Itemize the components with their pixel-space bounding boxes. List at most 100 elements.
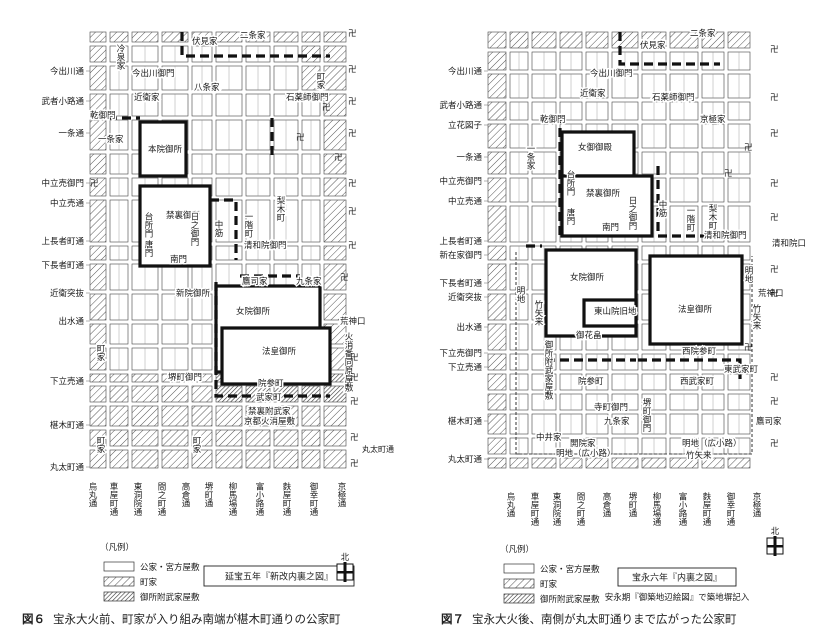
machiya-block xyxy=(89,293,107,321)
tsuiji-wall xyxy=(540,32,720,240)
street-label-west: 立花図子 xyxy=(448,120,483,131)
machiya-block xyxy=(131,373,159,383)
machiya-block xyxy=(89,449,107,469)
place-label: 鷹司家 xyxy=(242,276,268,287)
temple-mark: 卍 xyxy=(348,241,357,251)
machiya-block xyxy=(301,385,321,403)
street-label-west: 武者小路通 xyxy=(41,96,84,107)
machiya-block xyxy=(727,457,751,469)
machiya-block xyxy=(89,93,107,117)
street-label-south: 東洞院通 xyxy=(551,491,561,527)
machiya-block xyxy=(611,31,639,49)
place-label: 女院御所 xyxy=(236,306,271,317)
machiya-block xyxy=(585,457,609,469)
temple-mark: 卍 xyxy=(724,169,733,179)
place-label: 清和院御門 xyxy=(244,240,287,251)
machiya-block xyxy=(323,31,347,43)
machiya-block xyxy=(669,31,699,49)
street-label-south: 富小路通 xyxy=(677,491,687,527)
place-label: 御花畠 xyxy=(576,330,602,341)
place-label: 近衛家 xyxy=(580,88,606,99)
temple-mark: 卍 xyxy=(770,265,779,275)
machiya-block xyxy=(131,385,159,403)
place-label: 法皇御所 xyxy=(262,346,297,357)
machiya-block xyxy=(301,65,321,91)
machiya-block xyxy=(323,65,347,91)
figure-7-number: 図７ xyxy=(441,612,464,626)
machiya-block xyxy=(559,457,583,469)
hoo-gosho xyxy=(220,326,332,386)
machiya-block xyxy=(273,449,299,469)
machiya-block xyxy=(161,429,189,447)
place-label: 乾御門 xyxy=(540,114,566,125)
machiya-block xyxy=(323,429,347,447)
place-label: 鷹司家 xyxy=(756,416,782,427)
kinri-gosho xyxy=(138,184,212,268)
machiya-block xyxy=(323,93,347,117)
north-label: 北 xyxy=(771,527,780,537)
street-label-west: 下長者町通 xyxy=(41,260,84,271)
machiya-block xyxy=(487,263,507,291)
place-label: 台所門 xyxy=(143,211,153,238)
machiya-block xyxy=(131,405,159,427)
machiya-block xyxy=(89,429,107,447)
hoo-gosho xyxy=(648,254,744,346)
machiya-block xyxy=(701,457,725,469)
tsuiji-wall xyxy=(214,274,330,398)
place-label: 南門 xyxy=(170,254,187,265)
machiya-block xyxy=(89,385,107,403)
machiya-block xyxy=(89,405,107,427)
place-label: 八条家 xyxy=(194,82,220,93)
street-label-south: 烏丸通 xyxy=(505,491,515,518)
legend-label: 御所附武家屋敷 xyxy=(140,592,200,603)
place-label: 竹矢来 xyxy=(751,303,761,330)
place-label: 西武家町 xyxy=(680,376,715,387)
machiya-block xyxy=(323,45,347,63)
temple-mark: 卍 xyxy=(340,273,349,283)
machiya-block xyxy=(641,457,667,469)
machiya-block xyxy=(323,405,347,427)
legend-title: （凡例） xyxy=(100,542,134,553)
source-box xyxy=(203,565,355,587)
machiya-block xyxy=(245,429,271,447)
legend-swatch-dense xyxy=(503,593,535,604)
machiya-block xyxy=(487,393,507,411)
source-note: 安永期『御築地辺絵図』で築地塀記入 xyxy=(605,592,750,603)
machiya-block xyxy=(323,245,347,261)
temple-mark: 卍 xyxy=(770,289,779,299)
place-label: 西院参町 xyxy=(682,346,717,357)
machiya-block xyxy=(487,245,507,261)
street-label-south: 京極通 xyxy=(751,491,761,518)
machiya-block xyxy=(487,205,507,243)
machiya-block xyxy=(215,385,243,403)
legend-label: 御所附武家屋敷 xyxy=(540,594,600,605)
machiya-block xyxy=(161,385,189,403)
machiya-block xyxy=(89,373,107,383)
machiya-block xyxy=(487,51,507,71)
street-label-south: 柳馬場通 xyxy=(227,481,237,517)
machiya-block xyxy=(487,323,507,351)
machiya-block xyxy=(109,31,129,43)
temple-mark: 卍 xyxy=(770,93,779,103)
place-label: 荒神口 xyxy=(340,316,366,327)
street-label-south: 御幸町通 xyxy=(725,491,735,527)
place-label: 中井家 xyxy=(536,432,562,443)
figure-6-caption-text: 宝永大火前、町家が入り組み南端が椹木町通りの公家町 xyxy=(53,612,341,626)
machiya-block xyxy=(323,293,347,321)
street-label-west: 下立売御門 xyxy=(439,348,482,359)
place-label: 中筋 xyxy=(213,219,223,238)
temple-mark: 卍 xyxy=(350,373,359,383)
place-label: 二条家 xyxy=(240,30,266,41)
machiya-block xyxy=(727,31,751,49)
street-label-west: 下立売通 xyxy=(50,376,85,387)
machiya-block xyxy=(109,385,129,403)
machiya-block xyxy=(245,31,271,43)
temple-mark: 卍 xyxy=(90,179,99,189)
machiya-block xyxy=(89,199,107,243)
street-label-south: 間之町通 xyxy=(575,492,585,527)
street-label-west: 新在家御門 xyxy=(439,250,482,261)
legend-label: 町家 xyxy=(540,579,558,590)
place-label: 竹矢来 xyxy=(533,299,543,326)
machiya-block xyxy=(215,31,243,43)
